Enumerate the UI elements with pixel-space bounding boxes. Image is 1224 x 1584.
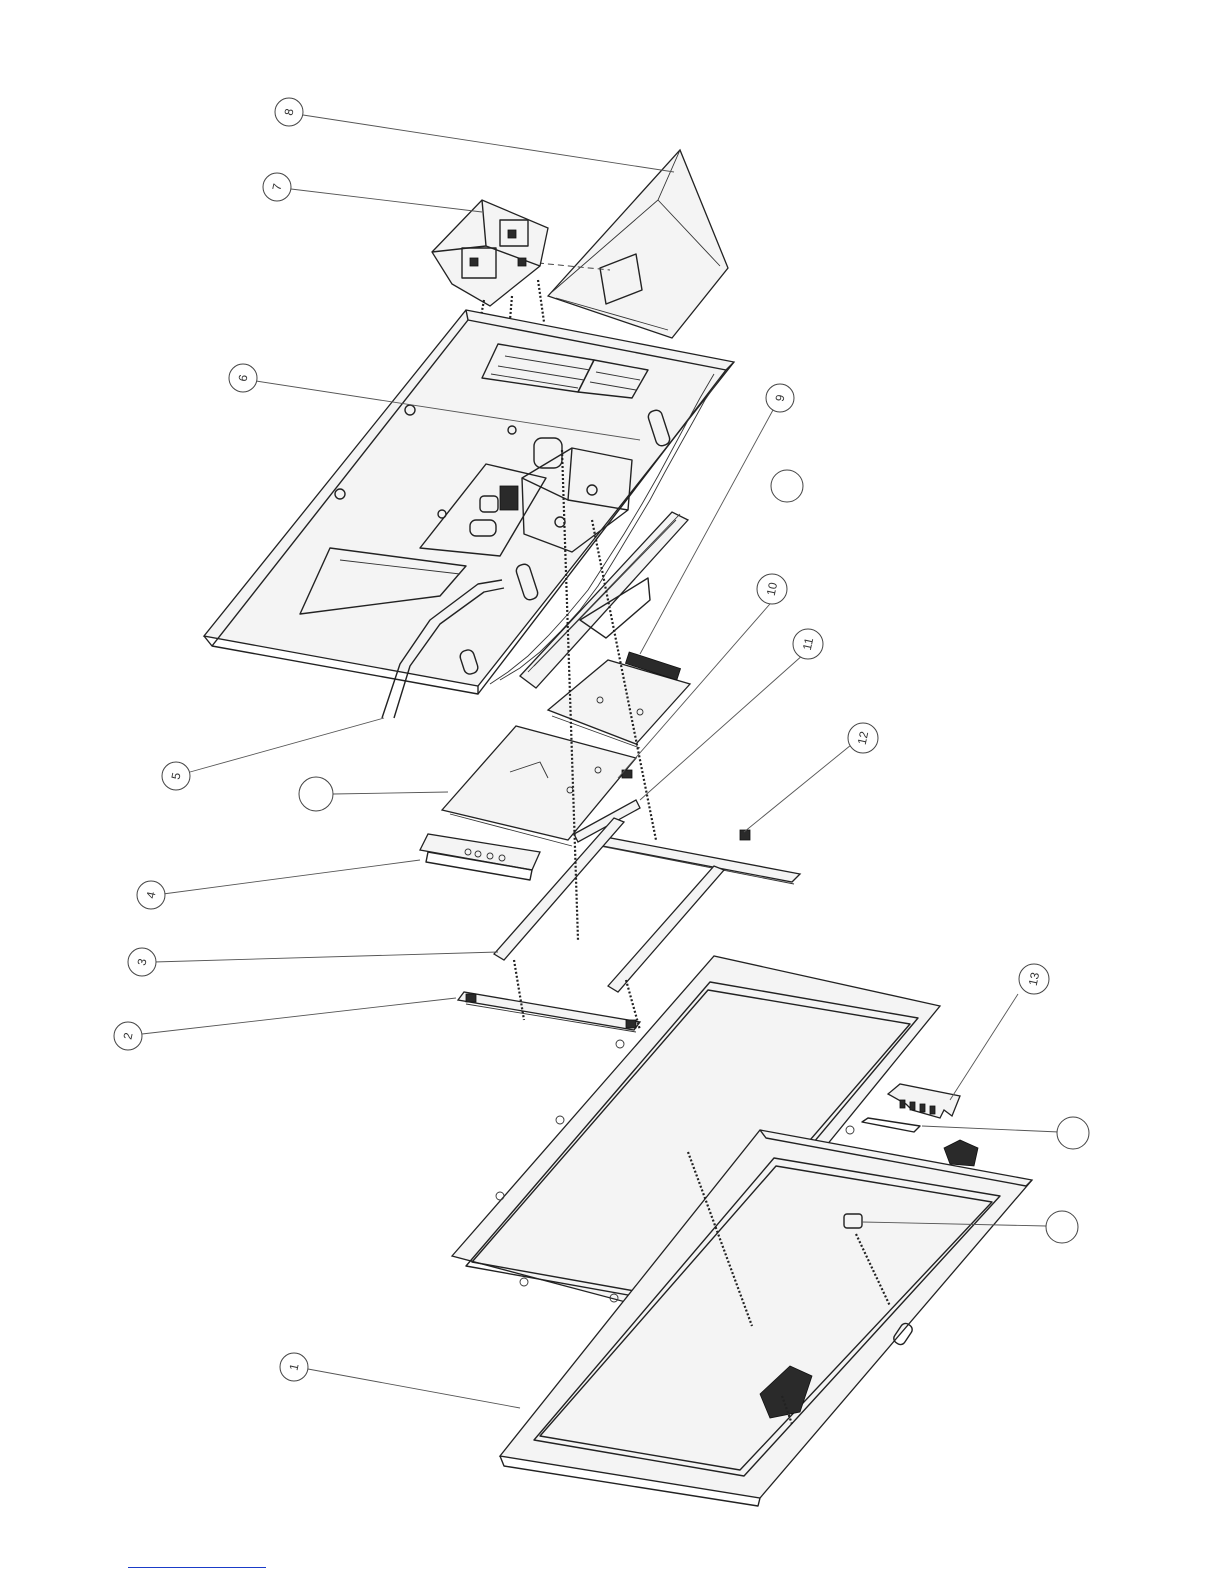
part-7-stand-bracket bbox=[432, 200, 548, 306]
part-6-back-cover bbox=[204, 310, 734, 694]
callout-13: 13 bbox=[1019, 964, 1049, 994]
part-12-horizontal-rail bbox=[592, 830, 800, 884]
callout-5: 5 bbox=[162, 762, 190, 790]
callout-11: 11 bbox=[793, 629, 823, 659]
callout-blank-b bbox=[299, 777, 333, 811]
callout-10: 10 bbox=[757, 574, 787, 604]
callout-8: 8 bbox=[275, 98, 303, 126]
callout-12: 12 bbox=[848, 723, 878, 753]
callout-1: 1 bbox=[280, 1353, 308, 1381]
part-4-side-terminal-bracket bbox=[420, 834, 540, 880]
callout-9: 9 bbox=[766, 384, 794, 412]
callout-2: 2 bbox=[114, 1022, 142, 1050]
callout-blank-a bbox=[771, 470, 803, 502]
footer-link-underline[interactable] bbox=[128, 1567, 266, 1568]
callout-4: 4 bbox=[137, 881, 165, 909]
part-8-stand-base bbox=[528, 150, 728, 338]
callout-3: 3 bbox=[128, 948, 156, 976]
callout-7: 7 bbox=[263, 173, 291, 201]
callout-blank-d bbox=[1046, 1211, 1078, 1243]
callout-blank-c bbox=[1057, 1117, 1089, 1149]
part-2-bottom-rail bbox=[458, 992, 640, 1032]
callout-6: 6 bbox=[229, 364, 257, 392]
